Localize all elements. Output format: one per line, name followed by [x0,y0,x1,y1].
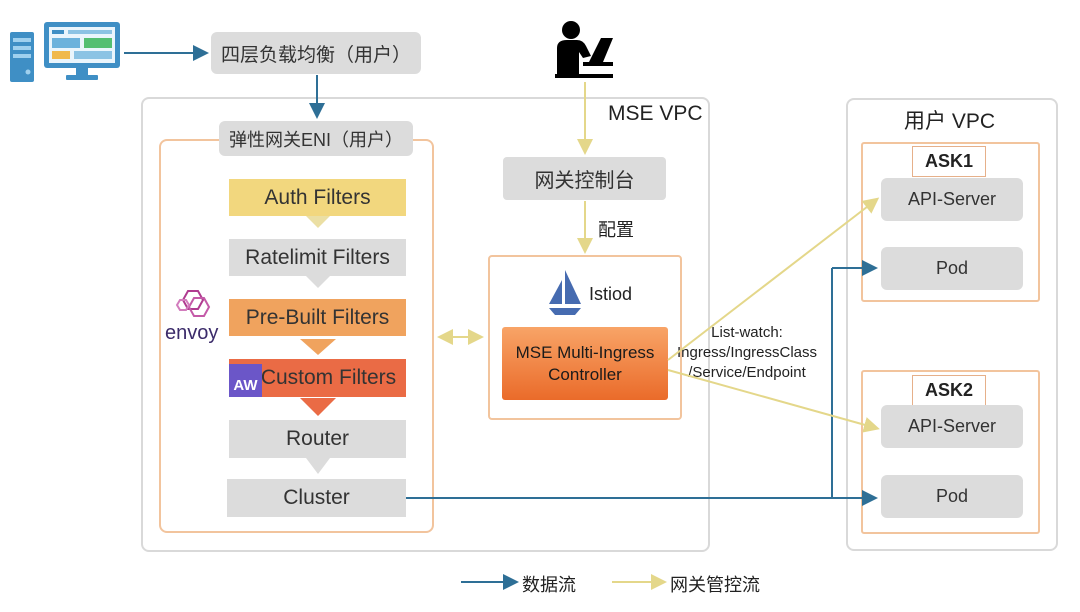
controller-label: MSE Multi-Ingress Controller [515,342,655,384]
aw-badge-icon: AW [229,364,262,397]
ask2-container [861,370,1040,534]
cluster-label: Cluster [283,486,350,509]
ask2-pod-box: Pod [881,475,1023,518]
prebuilt-filters-box: Pre-Built Filters [229,299,406,336]
prebuilt-filters-label: Pre-Built Filters [245,305,390,329]
monitor-icon [42,20,122,82]
legend-control-flow-label: 网关管控流 [670,575,760,595]
user-laptop-icon [553,18,615,80]
legend-data-flow-label: 数据流 [522,575,576,595]
ratelimit-filters-box: Ratelimit Filters [229,239,406,276]
ask1-pod-box: Pod [881,247,1023,290]
cluster-box: Cluster [227,479,406,517]
ask1-label: ASK1 [912,146,986,177]
ask1-api-server-box: API-Server [881,178,1023,221]
ask2-api-server-box: API-Server [881,405,1023,448]
ask2-label: ASK2 [912,375,986,406]
eni-box: 弹性网关ENI（用户） [219,121,413,156]
envoy-label: envoy [165,322,219,344]
config-label: 配置 [598,220,634,240]
list-watch-label: List-watch: Ingress/IngressClass /Servic… [676,324,818,381]
mse-vpc-label: MSE VPC [608,102,703,125]
router-box: Router [229,420,406,458]
controller-box: MSE Multi-Ingress Controller [502,327,668,400]
l4-load-balancer-box: 四层负载均衡（用户） [211,32,421,74]
istiod-label: Istiod [589,284,633,304]
gateway-console-box: 网关控制台 [503,157,666,200]
ratelimit-filters-label: Ratelimit Filters [245,245,390,269]
user-vpc-label: 用户 VPC [904,110,996,133]
custom-filters-label: Custom Filters [260,366,397,389]
aw-badge-label: AW [233,377,258,394]
auth-filters-box: Auth Filters [229,179,406,216]
istio-sail-icon [545,268,583,318]
auth-filters-label: Auth Filters [264,185,371,209]
envoy-hexagon-icon [172,288,216,320]
server-icon [8,32,36,82]
router-label: Router [285,427,350,450]
